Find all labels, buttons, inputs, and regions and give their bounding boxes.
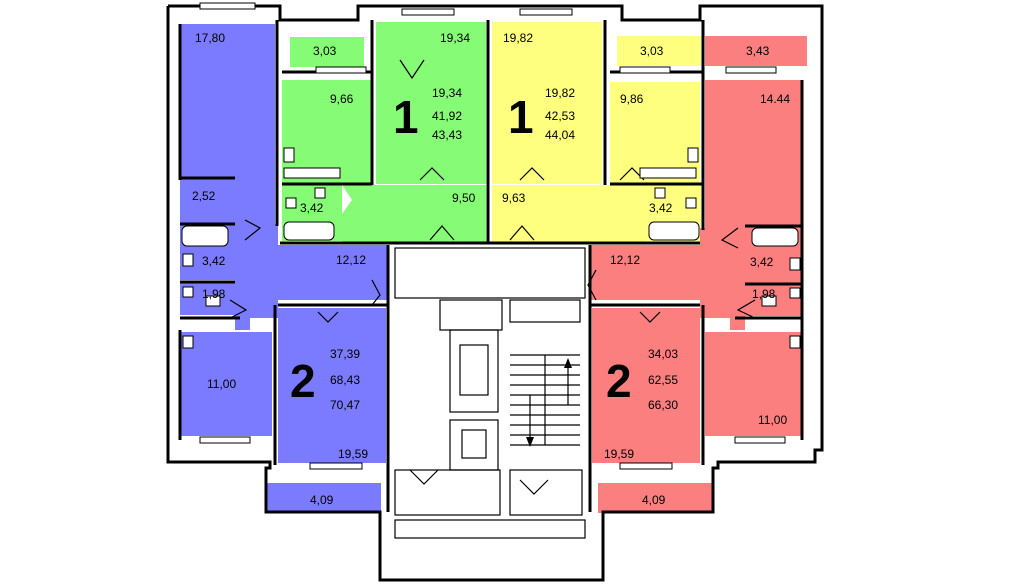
green-bath-area: 3,42	[300, 201, 324, 215]
red-balcony-top	[705, 36, 807, 66]
yellow-toilet	[654, 187, 666, 199]
yellow-hall	[492, 185, 645, 242]
red-bathtub	[751, 227, 799, 247]
red-bath-area: 3,42	[750, 255, 774, 269]
green-bathtub	[283, 221, 335, 241]
green-room-count: 1	[393, 91, 419, 143]
yellow-room-area: 19,82	[503, 31, 533, 45]
blue-hall	[235, 224, 388, 330]
blue-wc-area: 1,98	[202, 287, 226, 301]
blue-kitchen-sink	[182, 335, 194, 349]
blue-bedroom	[180, 332, 272, 436]
green-hall-area: 9,50	[452, 191, 476, 205]
blue-balcony-area: 4,09	[310, 493, 334, 507]
apartment-blue	[180, 24, 388, 513]
blue-bathtub	[181, 225, 229, 247]
blue-room-count: 2	[290, 355, 316, 407]
blue-bath-area: 3,42	[202, 254, 226, 268]
green-stove	[283, 147, 295, 163]
stair-steps	[510, 354, 580, 446]
green-hall	[342, 185, 486, 242]
green-total-area: 41,92	[432, 109, 462, 123]
red-hall	[590, 228, 745, 330]
yellow-bathtub	[648, 221, 700, 241]
red-living-room-area: 19,59	[604, 447, 634, 461]
blue-toilet	[205, 295, 221, 307]
blue-hall-area: 12,12	[336, 253, 366, 267]
yellow-bath-area: 3,42	[649, 201, 673, 215]
windows	[199, 2, 786, 470]
yellow-balcony	[617, 36, 701, 66]
green-sink	[285, 197, 297, 209]
yellow-room	[492, 22, 602, 184]
red-room-count: 2	[606, 355, 632, 407]
yellow-total-area: 42,53	[545, 109, 575, 123]
green-kitchen-area: 9,66	[330, 92, 354, 106]
stair-arrowhead-up	[564, 358, 572, 368]
yellow-hall-area: 9,63	[502, 191, 526, 205]
green-counter	[283, 167, 341, 179]
red-balcony-area: 4,09	[642, 493, 666, 507]
red-total-area: 62,55	[648, 373, 678, 387]
red-sink-wc	[789, 287, 801, 299]
red-room-top-area: 14.44	[760, 92, 790, 106]
red-hall-area: 12,12	[610, 253, 640, 267]
stair-core	[394, 247, 586, 539]
door-swings	[229, 59, 756, 495]
red-total-with-balcony: 66,30	[648, 398, 678, 412]
red-wc-area: 1,98	[752, 287, 776, 301]
yellow-living-area: 19,82	[545, 86, 575, 100]
red-toilet	[761, 295, 777, 307]
blue-total-with-balcony: 70,47	[330, 398, 360, 412]
blue-sink-wc	[182, 286, 194, 298]
red-kitchen-sink	[789, 335, 801, 349]
red-bedroom-area: 11,00	[758, 413, 787, 427]
green-balcony-area: 3,03	[313, 44, 337, 58]
stair-arrowhead-down	[526, 437, 534, 447]
green-room-area: 19,34	[440, 31, 470, 45]
green-toilet	[314, 187, 326, 199]
blue-living-room-area: 19,59	[338, 447, 368, 461]
yellow-sink	[685, 197, 697, 209]
green-living-area: 19,34	[432, 86, 462, 100]
blue-total-area: 68,43	[330, 373, 360, 387]
blue-living	[278, 308, 386, 463]
fixtures	[181, 147, 801, 349]
yellow-kitchen-area: 9,86	[620, 92, 644, 106]
red-balcony-top-area: 3,43	[746, 44, 770, 58]
red-living-area: 34,03	[648, 347, 678, 361]
green-total-with-balcony: 43,43	[432, 128, 462, 142]
green-room	[376, 22, 486, 184]
red-room-top	[705, 80, 802, 228]
yellow-counter	[639, 167, 697, 179]
blue-living-area: 37,39	[330, 347, 360, 361]
red-bedroom	[705, 332, 802, 436]
blue-balcony	[266, 483, 381, 513]
apartment-red	[590, 36, 807, 513]
red-sink	[789, 257, 801, 271]
yellow-balcony-area: 3,03	[640, 44, 664, 58]
yellow-room-count: 1	[508, 91, 534, 143]
blue-sink	[182, 253, 194, 267]
yellow-stove	[687, 147, 699, 163]
red-balcony	[598, 483, 713, 513]
green-balcony	[290, 37, 364, 67]
walls	[166, 4, 824, 582]
yellow-total-with-balcony: 44,04	[545, 128, 575, 142]
blue-closet	[180, 180, 235, 222]
blue-bedroom-area: 11,00	[207, 377, 236, 391]
blue-room-top-area: 17,80	[195, 31, 225, 45]
blue-closet-area: 2,52	[192, 189, 216, 203]
red-living	[592, 308, 700, 463]
